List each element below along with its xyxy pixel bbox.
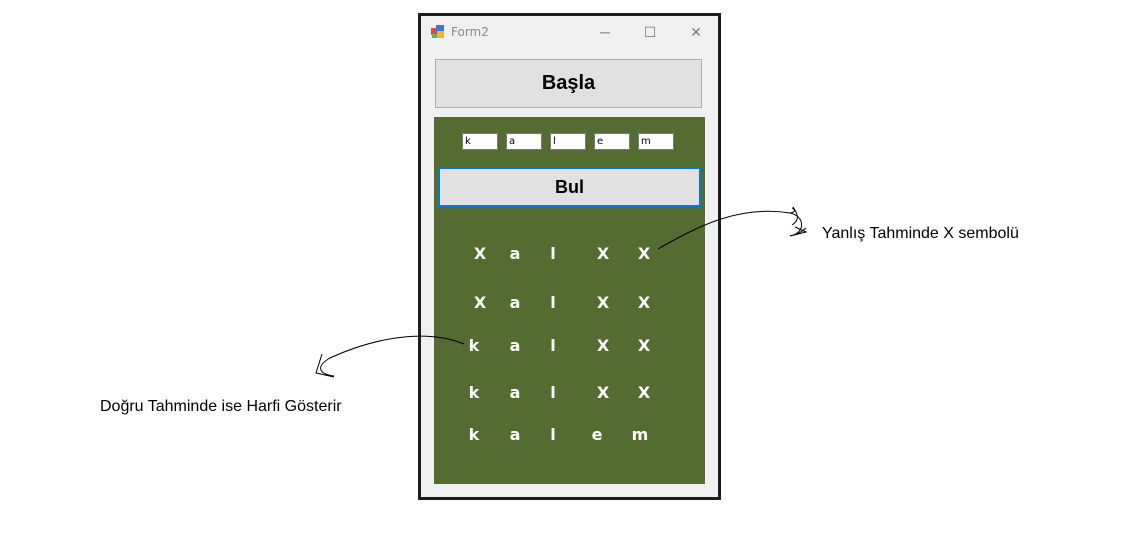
guess-cell-r4-c4: X <box>596 383 610 402</box>
guess-cell-r1-c1: X <box>473 244 487 263</box>
guess-cell-r3-c2: a <box>509 336 521 355</box>
game-panel: k a l e m Bul X a l X X X a l X X k a l … <box>434 117 705 484</box>
guess-cell-r2-c1: X <box>473 293 487 312</box>
wrong-guess-arrow <box>657 207 807 250</box>
guess-cell-r3-c1: k <box>468 336 480 355</box>
form2-window: Form2 ─ ☐ ✕ Başla k a l e m Bul X a l X … <box>418 13 721 500</box>
guess-cell-r2-c4: X <box>596 293 610 312</box>
close-icon: ✕ <box>690 23 702 40</box>
guess-cell-r2-c2: a <box>509 293 521 312</box>
close-button[interactable]: ✕ <box>676 16 716 48</box>
guess-cell-r5-c2: a <box>509 425 521 444</box>
letter-input-5[interactable]: m <box>638 133 674 150</box>
title-bar[interactable]: Form2 ─ ☐ ✕ <box>421 16 718 48</box>
correct-guess-arrow <box>320 335 465 377</box>
letter-input-4[interactable]: e <box>594 133 630 150</box>
guess-cell-r4-c5: X <box>637 383 651 402</box>
app-icon <box>431 25 444 38</box>
guess-cell-r5-c1: k <box>468 425 480 444</box>
guess-cell-r1-c5: X <box>637 244 651 263</box>
correct-guess-annotation: Doğru Tahminde ise Harfi Gösterir <box>100 398 342 415</box>
guess-cell-r5-c5: m <box>631 425 649 444</box>
letter-input-3[interactable]: l <box>550 133 586 150</box>
minimize-icon: ─ <box>600 24 610 40</box>
guess-cell-r3-c3: l <box>550 336 556 355</box>
letter-input-2[interactable]: a <box>506 133 542 150</box>
guess-cell-r3-c5: X <box>637 336 651 355</box>
wrong-guess-annotation: Yanlış Tahminde X sembolü <box>822 225 1019 242</box>
guess-cell-r1-c4: X <box>596 244 610 263</box>
minimize-button[interactable]: ─ <box>585 16 625 48</box>
guess-cell-r3-c4: X <box>596 336 610 355</box>
guess-cell-r5-c3: l <box>550 425 556 444</box>
find-button[interactable]: Bul <box>438 167 701 207</box>
guess-cell-r4-c2: a <box>509 383 521 402</box>
wrong-guess-arrowhead <box>789 206 808 237</box>
letter-input-1[interactable]: k <box>462 133 498 150</box>
guess-cell-r5-c4: e <box>591 425 603 444</box>
guess-cell-r4-c3: l <box>550 383 556 402</box>
guess-cell-r2-c3: l <box>550 293 556 312</box>
guess-cell-r4-c1: k <box>468 383 480 402</box>
window-title: Form2 <box>451 25 489 39</box>
maximize-button[interactable]: ☐ <box>630 16 670 48</box>
guess-cell-r1-c3: l <box>550 244 556 263</box>
guess-cell-r2-c5: X <box>637 293 651 312</box>
correct-guess-arrowhead <box>315 353 335 378</box>
start-button[interactable]: Başla <box>435 59 702 108</box>
guess-cell-r1-c2: a <box>509 244 521 263</box>
maximize-icon: ☐ <box>643 23 657 40</box>
